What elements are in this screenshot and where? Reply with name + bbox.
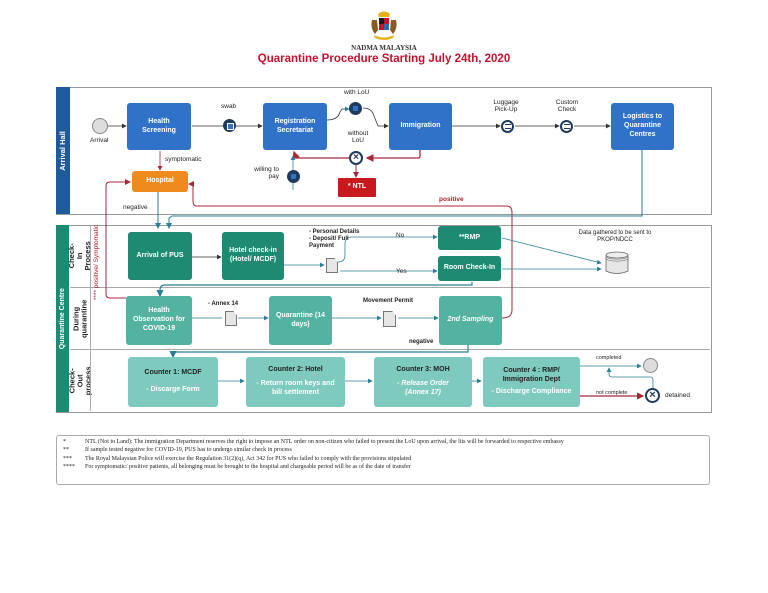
- check-in-doc-notes: - Personal Details - Deposit/ Full Payme…: [309, 229, 360, 249]
- swab-label: swab: [221, 103, 237, 110]
- task-second-sampling[interactable]: 2nd Sampling: [439, 296, 502, 345]
- footnote: *NTL (Not to Land): The immigration Depa…: [63, 439, 564, 445]
- positive-symptomatic-label: **** positive/ Symptomatic: [93, 224, 100, 300]
- page-title: Quarantine Procedure Starting July 24th,…: [257, 53, 511, 65]
- yes-label: Yes: [396, 268, 407, 275]
- swab-event-icon: [223, 119, 236, 132]
- task-rmp[interactable]: **RMP: [438, 226, 501, 250]
- custom-check-label: Custom Check: [555, 99, 579, 114]
- counter-2-hotel[interactable]: Counter 2: Hotel - Return room keys and …: [246, 357, 345, 407]
- negative-label: negative: [123, 204, 148, 211]
- completed-label: completed: [596, 355, 622, 361]
- detained-label: detained: [665, 392, 690, 399]
- pool-label-quarantine-centre: Quarantine Centre: [56, 225, 69, 412]
- end-event: [643, 358, 658, 373]
- counter-3-moh[interactable]: Counter 3: MOH - Release Order (Annex 17…: [374, 357, 472, 407]
- counter-1-mcdf[interactable]: Counter 1: MCDF - Discarge Form: [128, 357, 218, 407]
- luggage-event-icon: [501, 120, 514, 133]
- without-lou-label: without LoU: [347, 130, 369, 145]
- negative-label: negative: [409, 339, 434, 345]
- with-lou-event-icon: [349, 102, 362, 115]
- movement-permit-label: Movement Permit: [363, 298, 414, 304]
- with-lou-label: with LoU: [344, 89, 370, 96]
- document-icon: [225, 311, 237, 326]
- footnotes-box: *NTL (Not to Land): The immigration Depa…: [56, 435, 710, 485]
- lane-divider: [90, 225, 91, 411]
- willing-to-pay-event-icon: [287, 170, 300, 183]
- lane-divider: [70, 349, 710, 350]
- counter-4-rmp-immigration[interactable]: Counter 4 : RMP/ Immigration Dept - Disc…: [483, 357, 580, 407]
- without-lou-gateway-icon: ×: [349, 151, 363, 165]
- start-label: Arrival: [90, 137, 109, 144]
- document-icon: [383, 311, 396, 327]
- task-registration-secretariat[interactable]: Registration Secretariat: [263, 103, 327, 150]
- lane-divider: [70, 287, 710, 288]
- data-gathered-label: Data gathered to be sent to PKOP/NDCC: [578, 230, 652, 244]
- not-complete-label: not complete: [596, 390, 628, 396]
- symptomatic-label: symptomatic: [165, 156, 202, 163]
- task-ntl[interactable]: * NTL: [338, 178, 376, 197]
- task-room-check-in[interactable]: Room Check-In: [438, 256, 501, 281]
- custom-check-event-icon: [560, 120, 573, 133]
- footnote: ****For symptomatic/ positive patients, …: [63, 464, 411, 471]
- pool-label-arrival-hall: Arrival Hall: [56, 87, 70, 214]
- positive-label: positive: [439, 196, 464, 203]
- start-event: [92, 118, 108, 134]
- database-icon: [605, 251, 629, 275]
- task-hospital[interactable]: Hospital: [132, 171, 188, 192]
- task-quarantine[interactable]: Quarantine (14 days): [269, 296, 332, 345]
- footnote: ***The Royal Malaysian Police will exerc…: [63, 455, 412, 462]
- organization-name: NADMA MALAYSIA: [351, 44, 417, 52]
- task-hotel-check-in[interactable]: Hotel check-in (Hotel/ MCDF): [222, 232, 284, 280]
- task-health-observation[interactable]: Health Observation for COVID-19: [126, 296, 192, 345]
- task-health-screening[interactable]: Health Screening: [127, 103, 191, 150]
- no-label: No: [396, 232, 405, 239]
- luggage-label: Luggage Pick-Up: [493, 99, 519, 114]
- detained-gateway-icon: ×: [645, 388, 660, 403]
- task-arrival-of-pus[interactable]: Arrival of PUS: [128, 232, 192, 280]
- willing-to-pay-label: willing to pay: [254, 166, 279, 181]
- coat-of-arms-icon: [369, 10, 399, 42]
- document-icon: [326, 258, 338, 273]
- task-logistics-to-quarantine[interactable]: Logistics to Quarantine Centres: [611, 103, 674, 150]
- footnote: **If sample tested negative for COVID-19…: [63, 447, 292, 454]
- annex-14-label: - Annex 14: [208, 301, 239, 307]
- task-immigration[interactable]: Immigration: [389, 103, 452, 150]
